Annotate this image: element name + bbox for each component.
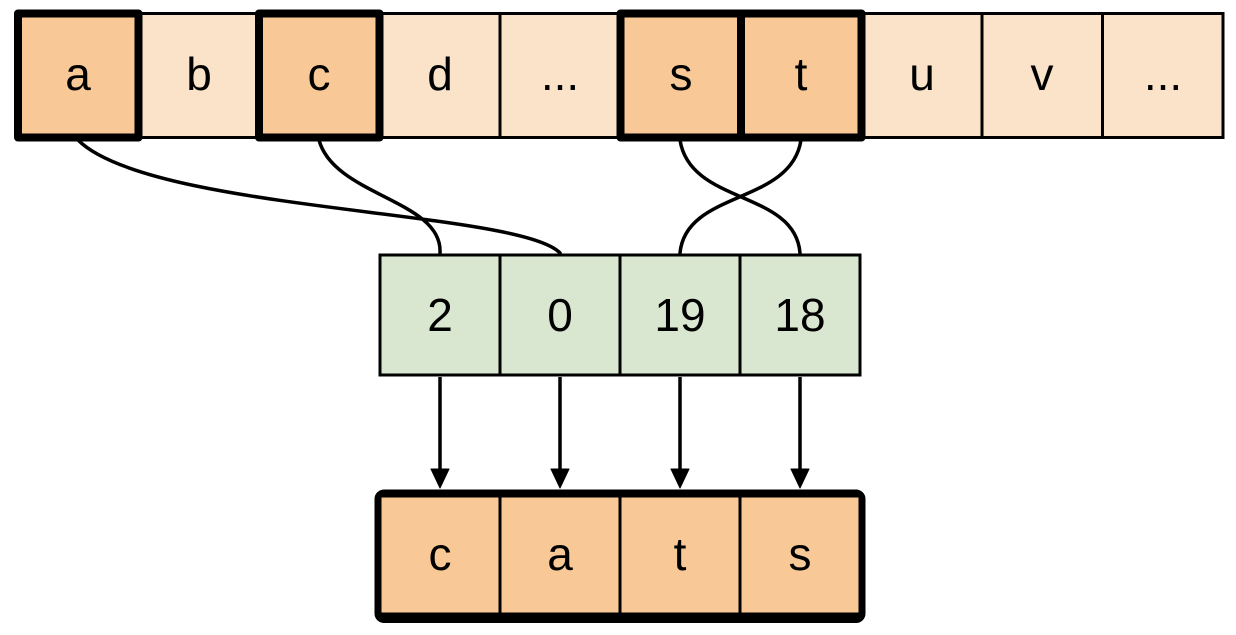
output-label-c: c bbox=[429, 528, 452, 580]
alphabet-cell-ellipsis-1 bbox=[498, 12, 622, 139]
index-label-2: 2 bbox=[427, 289, 453, 341]
index-cell-2 bbox=[378, 253, 502, 377]
output-array: c a t s bbox=[374, 489, 866, 623]
alphabet-array: a b c d ... s t u v ... bbox=[14, 9, 1225, 142]
alphabet-cell-v bbox=[980, 12, 1104, 139]
index-label-18: 18 bbox=[774, 289, 825, 341]
alphabet-cell-a-highlighted bbox=[14, 9, 143, 142]
alphabet-cell-c-highlighted bbox=[255, 9, 384, 142]
output-label-t: t bbox=[674, 528, 687, 580]
index-to-output-arrows bbox=[430, 377, 810, 489]
alphabet-label-ellipsis-2: ... bbox=[1144, 48, 1182, 100]
alphabet-cell-t-highlighted bbox=[737, 9, 866, 142]
arrow-head-2 bbox=[550, 468, 570, 489]
alphabet-label-u: u bbox=[909, 48, 935, 100]
alphabet-label-t: t bbox=[795, 48, 808, 100]
index-array: 2 0 19 18 bbox=[378, 253, 862, 377]
arrow-head-1 bbox=[430, 468, 450, 489]
index-cell-19 bbox=[618, 253, 742, 377]
arrow-head-3 bbox=[670, 468, 690, 489]
output-cell-c bbox=[378, 494, 502, 616]
output-label-a: a bbox=[547, 528, 573, 580]
curve-a-to-index-0 bbox=[76, 138, 562, 255]
curve-c-to-index-2 bbox=[317, 138, 442, 255]
alphabet-label-b: b bbox=[186, 48, 212, 100]
curve-t-to-index-19 bbox=[678, 138, 803, 255]
alphabet-label-a: a bbox=[65, 48, 91, 100]
alphabet-label-ellipsis-1: ... bbox=[541, 48, 579, 100]
output-cell-a bbox=[498, 494, 622, 616]
output-cell-s bbox=[738, 494, 862, 616]
alphabet-cell-s-highlighted bbox=[616, 9, 745, 142]
alphabet-cell-d bbox=[378, 12, 502, 139]
alphabet-label-c: c bbox=[308, 48, 331, 100]
mapping-curves bbox=[76, 138, 803, 255]
alphabet-label-v: v bbox=[1031, 48, 1054, 100]
index-cell-18 bbox=[738, 253, 862, 377]
output-cell-t bbox=[618, 494, 742, 616]
alphabet-label-s: s bbox=[670, 48, 693, 100]
output-label-s: s bbox=[789, 528, 812, 580]
alphabet-cell-ellipsis-2 bbox=[1101, 12, 1225, 139]
index-label-0: 0 bbox=[547, 289, 573, 341]
alphabet-label-d: d bbox=[427, 48, 453, 100]
arrow-head-4 bbox=[790, 468, 810, 489]
index-label-19: 19 bbox=[654, 289, 705, 341]
